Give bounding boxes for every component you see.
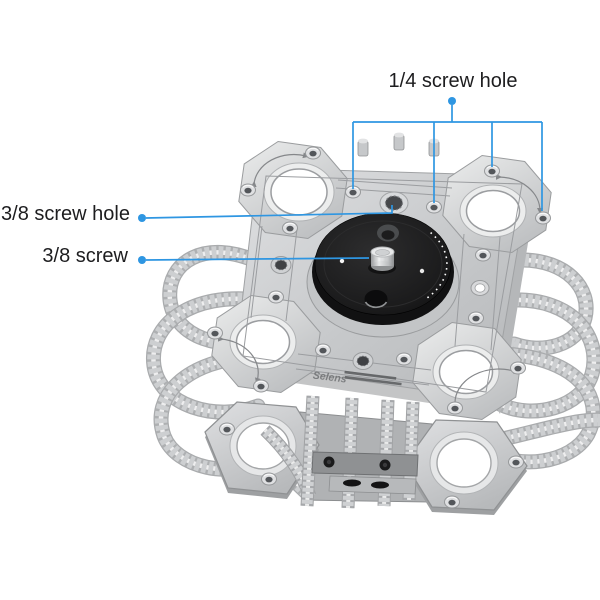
callout-leader-screw38 [145,257,370,261]
disc-index-dot [339,258,345,264]
watermark-fine-print [344,375,402,386]
disc-top-hole [377,224,399,242]
disc-bottom-hole [364,290,388,309]
three-eighths-screw-part [368,246,396,274]
callout-label-three-eighths-screw-hole: 3/8 screw hole [1,203,130,225]
white-bore-hole [470,280,490,296]
watermark: Selens [312,370,402,386]
watermark-brand: Selens [312,370,347,386]
disc-index-scale [423,231,448,301]
watermark-fine-print [344,370,397,380]
cable-clamp-bar [311,451,419,495]
callout-label-three-eighths-screw: 3/8 screw [42,245,128,267]
callout-bracket-quarter [352,105,543,211]
callout-label-quarter-screw-hole: 1/4 screw hole [388,70,518,92]
three-eighths-screw-hole-part [379,191,409,215]
callout-dot-screw38 [138,256,146,264]
direction-arc-marks [217,152,543,408]
callout-leader-hole38 [145,205,393,219]
cable-studs [357,132,440,157]
engraved-lines [242,175,523,393]
rotator-disc [306,212,460,338]
callout-dot-quarter [448,97,456,105]
callout-dot-hole38 [138,214,146,222]
bottom-plate [204,362,528,515]
callout-graphics [138,97,543,264]
disc-index-dot [419,268,425,274]
